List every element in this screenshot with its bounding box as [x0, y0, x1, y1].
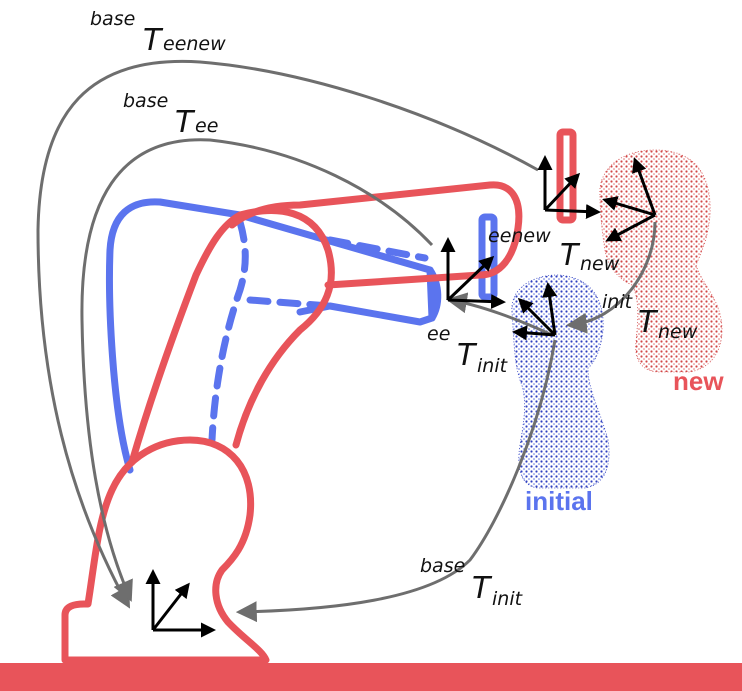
label-base-T-init: base T init — [420, 555, 524, 610]
arrow-base-ee — [80, 138, 434, 602]
label-ee-T-init: ee T init — [427, 323, 509, 377]
frame-ee-initial — [440, 237, 506, 310]
label-base-T-init-main: T — [472, 571, 493, 606]
transform-arrows — [36, 59, 657, 623]
label-base-T-ee-sub: ee — [195, 115, 218, 137]
label-base-T-init-sup: base — [420, 555, 465, 577]
label-base-T-ee-sup: base — [123, 90, 168, 112]
label-base-T-init-sub: init — [492, 588, 524, 610]
label-base-T-eenew-sub: eenew — [163, 33, 226, 55]
label-base-T-eenew: base T eenew — [90, 8, 226, 58]
label-ee-T-init-sub: init — [477, 355, 509, 377]
frame-head-new — [602, 157, 657, 242]
head-new-pointcloud — [599, 149, 723, 373]
label-base-T-ee: base T ee — [123, 90, 218, 140]
arrow-base-eenew — [36, 59, 539, 609]
label-base-T-eenew-sup: base — [90, 8, 135, 30]
label-initial: initial — [525, 486, 593, 516]
label-new: new — [673, 366, 724, 396]
label-init-T-new-main: T — [638, 305, 659, 340]
arrow-init-new — [565, 221, 657, 334]
ground-bar — [0, 663, 742, 691]
label-init-T-new-sup: init — [602, 291, 634, 313]
frames — [145, 155, 657, 638]
label-eenew-T-new: eenew T new — [488, 225, 620, 275]
label-ee-T-init-sup: ee — [427, 323, 450, 345]
label-eenew-T-new-main: T — [560, 238, 581, 273]
label-base-T-ee-main: T — [175, 105, 196, 140]
robot-new-pose — [61, 128, 577, 664]
frame-eenew — [537, 155, 601, 220]
label-init-T-new: init T new — [602, 291, 698, 343]
frame-head-initial — [512, 282, 558, 341]
arrow-ee-init — [445, 292, 553, 337]
label-ee-T-init-main: T — [457, 338, 478, 373]
label-eenew-T-new-sup: eenew — [488, 225, 551, 247]
label-base-T-eenew-main: T — [143, 23, 164, 58]
label-eenew-T-new-sub: new — [580, 253, 620, 275]
frame-base — [145, 569, 216, 638]
arrow-base-init — [235, 339, 557, 623]
label-init-T-new-sub: new — [658, 321, 698, 343]
